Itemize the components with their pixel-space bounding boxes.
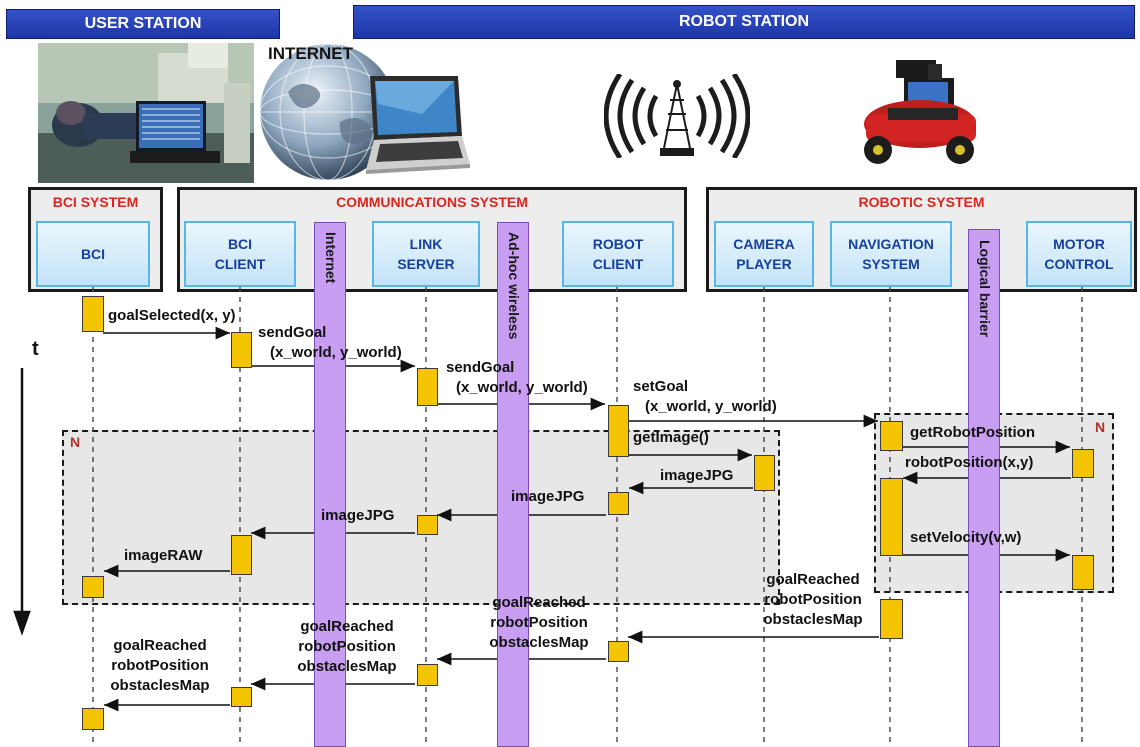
msg-goal-reached-2-line-3: obstaclesMap: [489, 634, 589, 651]
activation-bci-1: [82, 296, 104, 332]
msg-image-jpg-2: imageJPG: [511, 488, 585, 505]
wireless-antenna-icon: [603, 72, 751, 160]
component-link-server-line-1: LINK: [409, 236, 443, 252]
activation-motor-control-2: [1072, 555, 1094, 590]
channel-adhoc-wireless-label: Ad-hoc wireless: [506, 232, 522, 340]
channel-logical-barrier: [968, 229, 1000, 747]
channel-adhoc-wireless: [497, 222, 529, 747]
msg-send-goal-2-line-1: sendGoal: [446, 359, 515, 376]
msg-goal-reached-2: goalReached robotPosition obstaclesMap: [472, 593, 606, 653]
component-link-server-line-2: SERVER: [397, 256, 455, 272]
msg-goal-reached-4: goalReached robotPosition obstaclesMap: [94, 636, 226, 696]
robot-station-band: ROBOT STATION: [353, 5, 1135, 39]
activation-robot-client-2: [608, 492, 629, 515]
msg-set-velocity: setVelocity(v,w): [910, 529, 1022, 546]
activation-link-server-2: [417, 515, 438, 535]
component-camera-player-line-2: PLAYER: [736, 256, 792, 272]
internet-globe: [248, 22, 408, 182]
time-axis: [13, 368, 31, 636]
bci-user-photo: [38, 43, 254, 183]
component-bci-client-line-1: BCI: [227, 236, 253, 252]
activation-bci-client-1: [231, 332, 252, 368]
time-axis-label: t: [32, 338, 39, 360]
component-bci-label: BCI: [80, 246, 106, 262]
msg-goal-reached-1-line-1: goalReached: [766, 571, 860, 588]
msg-goal-reached-3-line-2: robotPosition: [298, 638, 396, 655]
component-bci: BCI: [36, 221, 150, 287]
robot-photo: [858, 54, 988, 172]
component-motor-control-line-1: MOTOR: [1053, 236, 1105, 252]
msg-image-raw: imageRAW: [124, 547, 203, 564]
msg-goal-reached-1-line-2: robotPosition: [764, 591, 862, 608]
msg-send-goal-1-line-1: sendGoal: [258, 324, 327, 341]
loop-n-label-left: N: [70, 434, 81, 450]
channel-internet: [314, 222, 346, 747]
component-navigation-system-line-2: SYSTEM: [862, 256, 920, 272]
component-camera-player-line-1: CAMERA: [733, 236, 795, 252]
msg-send-goal-1: sendGoal (x_world, y_world): [258, 323, 402, 363]
msg-goal-reached-1-line-3: obstaclesMap: [763, 611, 863, 628]
activation-robot-client-3: [608, 641, 629, 662]
robot-station-label: ROBOT STATION: [678, 13, 810, 30]
activation-bci-client-3: [231, 687, 252, 707]
activation-navigation-1: [880, 421, 903, 451]
component-navigation-system-line-1: NAVIGATION: [848, 236, 934, 252]
msg-send-goal-2-line-2: (x_world, y_world): [456, 379, 588, 396]
bci-system-title: BCI SYSTEM: [52, 194, 139, 210]
component-robot-client-line-2: CLIENT: [592, 256, 644, 272]
msg-goal-reached-4-line-3: obstaclesMap: [110, 677, 210, 694]
msg-goal-reached-3: goalReached robotPosition obstaclesMap: [280, 617, 414, 677]
msg-goal-reached-1: goalReached robotPosition obstaclesMap: [748, 570, 878, 630]
activation-robot-client-1: [608, 405, 629, 457]
msg-goal-reached-3-line-3: obstaclesMap: [297, 658, 397, 675]
msg-goal-reached-4-line-2: robotPosition: [111, 657, 209, 674]
msg-get-image: getImage(): [633, 429, 709, 446]
loop-n-label-right: N: [1095, 419, 1106, 435]
msg-goal-selected: goalSelected(x, y): [108, 307, 236, 324]
time-axis-arrowhead: [13, 610, 31, 636]
msg-goal-reached-3-line-1: goalReached: [300, 618, 394, 635]
activation-motor-control-1: [1072, 449, 1094, 478]
msg-send-goal-2: sendGoal (x_world, y_world): [446, 358, 588, 398]
component-motor-control-line-2: CONTROL: [1044, 256, 1114, 272]
robotic-system-title: ROBOTIC SYSTEM: [858, 194, 985, 210]
msg-set-goal: setGoal (x_world, y_world): [633, 377, 777, 417]
msg-send-goal-1-line-2: (x_world, y_world): [270, 344, 402, 361]
msg-goal-reached-4-line-1: goalReached: [113, 637, 207, 654]
communications-system-title: COMMUNICATIONS SYSTEM: [336, 194, 528, 210]
activation-link-server-3: [417, 664, 438, 686]
component-navigation-system: NAVIGATION SYSTEM: [830, 221, 952, 287]
component-motor-control: MOTOR CONTROL: [1026, 221, 1132, 287]
msg-robot-position: robotPosition(x,y): [905, 454, 1034, 471]
msg-image-jpg-1: imageJPG: [660, 467, 734, 484]
activation-link-server-1: [417, 368, 438, 406]
msg-image-jpg-3: imageJPG: [321, 507, 395, 524]
msg-get-robot-position: getRobotPosition: [910, 424, 1035, 441]
activation-bci-2: [82, 576, 104, 598]
user-station-band: USER STATION: [6, 9, 280, 39]
laptop-image: [362, 74, 472, 176]
component-bci-client-line-2: CLIENT: [214, 256, 266, 272]
component-camera-player: CAMERA PLAYER: [714, 221, 814, 287]
activation-camera-player-1: [754, 455, 775, 491]
channel-logical-barrier-label: Logical barrier: [977, 240, 993, 338]
component-robot-client-line-1: ROBOT: [592, 236, 644, 252]
user-station-label: USER STATION: [84, 15, 202, 32]
activation-navigation-2: [880, 478, 903, 556]
activation-bci-3: [82, 708, 104, 730]
component-link-server: LINK SERVER: [372, 221, 480, 287]
activation-navigation-3: [880, 599, 903, 639]
msg-set-goal-line-2: (x_world, y_world): [645, 398, 777, 415]
msg-goal-reached-2-line-1: goalReached: [492, 594, 586, 611]
channel-internet-label: Internet: [323, 232, 339, 284]
internet-title: INTERNET: [268, 44, 353, 63]
component-robot-client: ROBOT CLIENT: [562, 221, 674, 287]
msg-goal-reached-2-line-2: robotPosition: [490, 614, 588, 631]
component-bci-client: BCI CLIENT: [184, 221, 296, 287]
msg-set-goal-line-1: setGoal: [633, 378, 689, 395]
activation-bci-client-2: [231, 535, 252, 575]
message-arrows: [103, 326, 1071, 712]
